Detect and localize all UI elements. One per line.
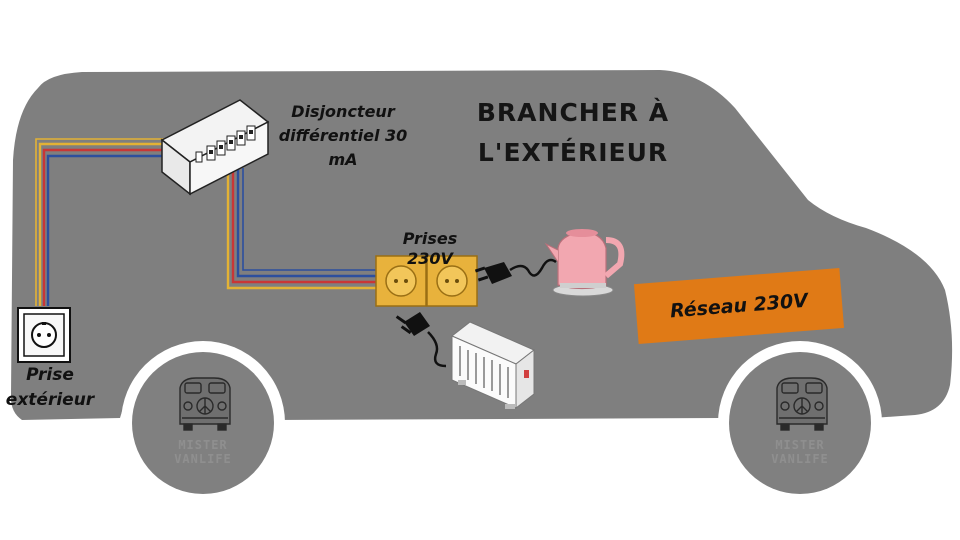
- diagram-title: BRANCHER À L'EXTÉRIEUR: [470, 93, 676, 173]
- double-outlet-icon: [375, 255, 478, 307]
- wires-breaker-to-outlets: [226, 168, 378, 290]
- breaker-label-line-2: différentiel 30 mA: [278, 126, 408, 169]
- front-wheel-logo-text: MISTER VANLIFE: [158, 438, 248, 466]
- kettle-icon: [544, 229, 625, 297]
- front-logo-line-1: MISTER: [178, 438, 228, 452]
- plug-icon: [395, 312, 447, 368]
- title-line-2: L'EXTÉRIEUR: [477, 138, 669, 167]
- heater-icon: [451, 321, 535, 410]
- exterior-label-line-2: extérieur: [5, 390, 95, 410]
- network-badge-label: Réseau 230V: [669, 289, 809, 323]
- front-logo-line-2: VANLIFE: [174, 452, 232, 466]
- title-line-1: BRANCHER À: [476, 98, 670, 127]
- exterior-label-line-1: Prise: [26, 365, 74, 385]
- breaker-label-line-1: Disjoncteur: [291, 102, 395, 121]
- breaker-panel-icon: [160, 99, 270, 196]
- van-logo-icon: [179, 377, 231, 431]
- exterior-socket-label: Prise extérieur: [0, 363, 100, 413]
- rear-wheel-logo-text: MISTER VANLIFE: [755, 438, 845, 466]
- rear-logo-line-2: VANLIFE: [771, 452, 829, 466]
- van-logo-icon: [776, 377, 828, 431]
- plug-icon: [474, 258, 557, 284]
- rear-logo-line-1: MISTER: [775, 438, 825, 452]
- breaker-label: Disjoncteur différentiel 30 mA: [268, 100, 418, 172]
- exterior-socket-icon: [17, 307, 71, 363]
- wires-exterior-to-breaker: [35, 138, 170, 306]
- outlets-label: Prises 230V: [402, 229, 458, 268]
